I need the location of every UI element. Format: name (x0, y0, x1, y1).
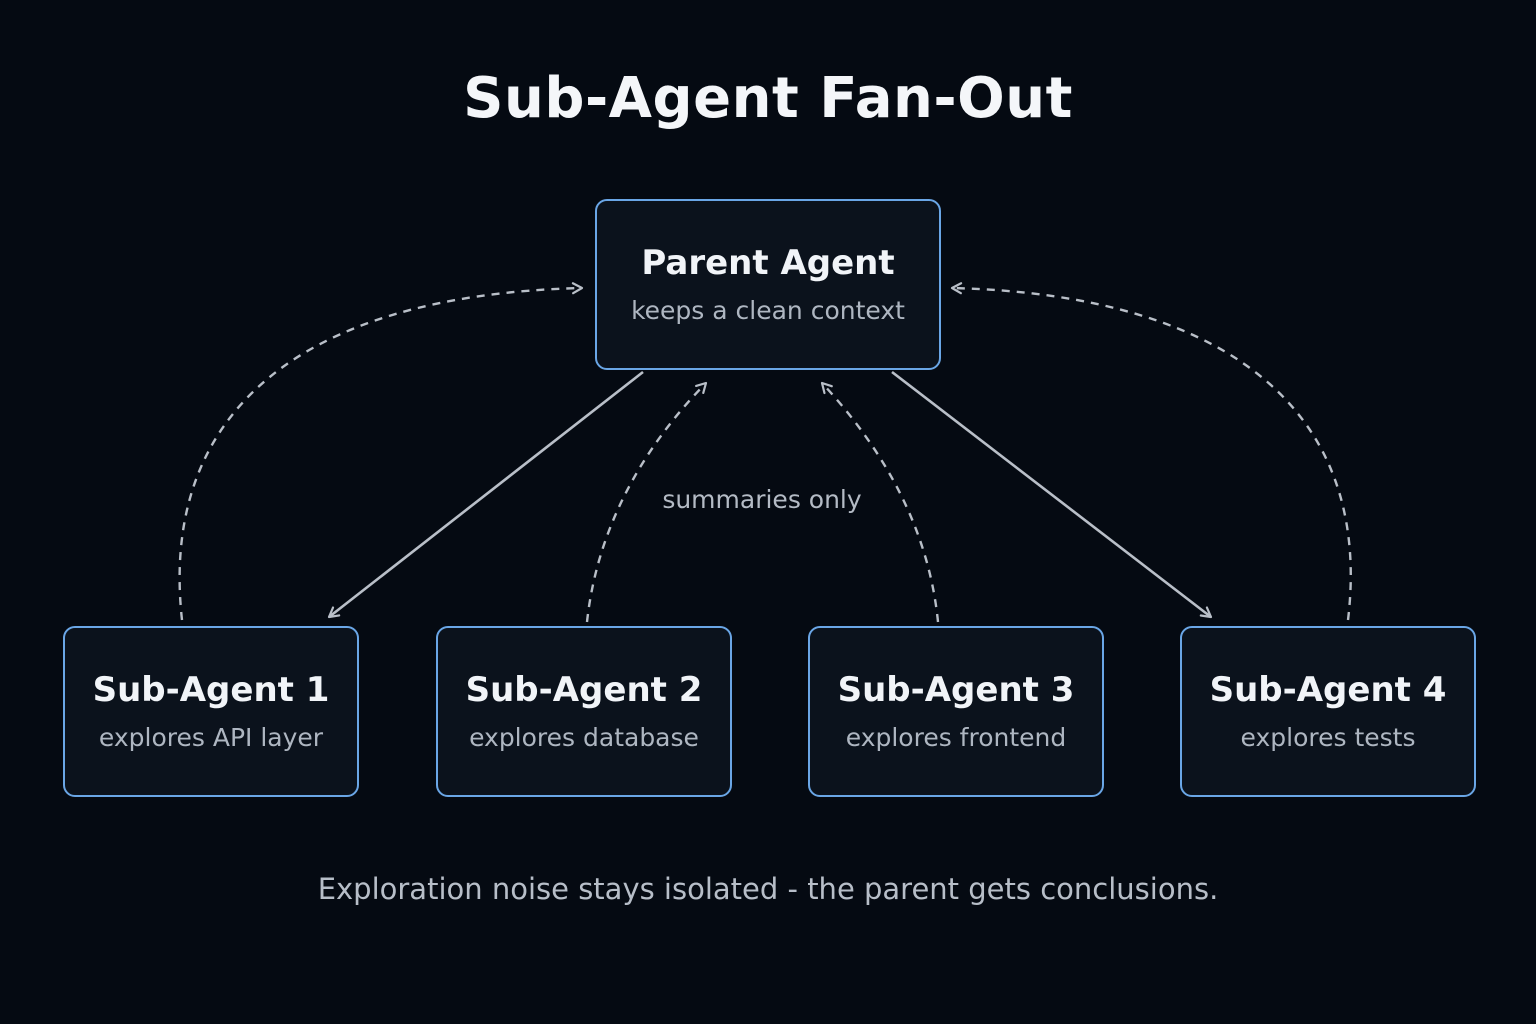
summary-arrow-sub-agent-4 (950, 282, 1352, 621)
sub-agent-2-title: Sub-Agent 2 (465, 670, 703, 710)
sub-agent-2-node: Sub-Agent 2 explores database (436, 626, 732, 797)
sub-agent-1-title: Sub-Agent 1 (92, 670, 330, 710)
sub-agent-4-subtitle: explores tests (1240, 723, 1416, 752)
sub-agent-2-subtitle: explores database (469, 723, 699, 752)
diagram-title: Sub-Agent Fan-Out (463, 66, 1073, 131)
parent-agent-title: Parent Agent (641, 243, 895, 283)
summary-arrow-sub-agent-2 (585, 381, 708, 623)
sub-agent-3-subtitle: explores frontend (845, 723, 1067, 752)
sub-agent-4-title: Sub-Agent 4 (1209, 670, 1447, 710)
summary-arrow-sub-agent-1 (178, 282, 584, 621)
sub-agent-1-node: Sub-Agent 1 explores API layer (63, 626, 359, 797)
parent-agent-node: Parent Agent keeps a clean context (595, 199, 941, 370)
parent-agent-subtitle: keeps a clean context (631, 296, 905, 325)
sub-agent-1-subtitle: explores API layer (98, 723, 324, 752)
delegation-arrow-sub-agent-4 (891, 370, 1213, 619)
sub-agent-4-node: Sub-Agent 4 explores tests (1180, 626, 1476, 797)
summaries-label: summaries only (662, 485, 862, 514)
sub-agent-3-title: Sub-Agent 3 (837, 670, 1075, 710)
delegation-arrow-sub-agent-1 (327, 370, 644, 619)
sub-agent-3-node: Sub-Agent 3 explores frontend (808, 626, 1104, 797)
diagram-caption: Exploration noise stays isolated - the p… (317, 872, 1219, 906)
